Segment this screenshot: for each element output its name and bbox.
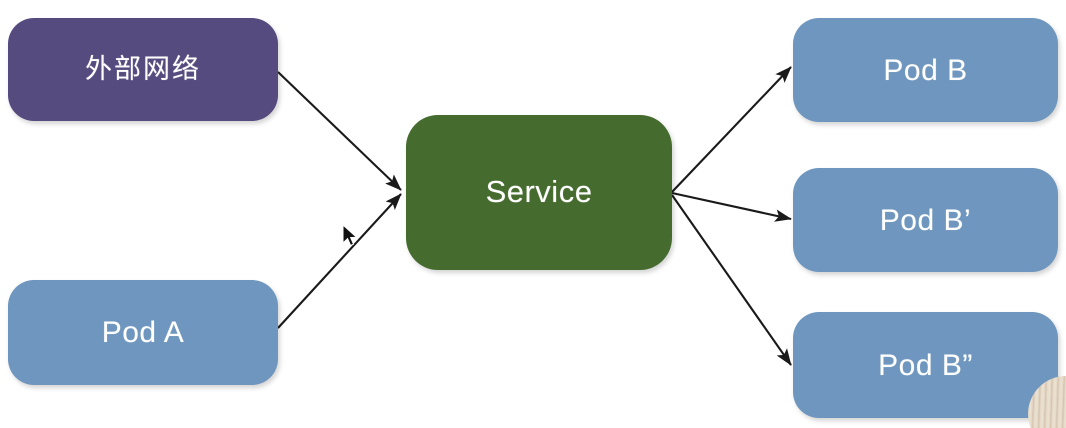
- node-external-network[interactable]: 外部网络: [8, 18, 278, 121]
- node-pod-b-double-prime-label: Pod B”: [878, 348, 973, 382]
- edge-external-to-service: [277, 71, 402, 191]
- node-pod-a[interactable]: Pod A: [8, 280, 278, 385]
- mouse-pointer-icon: [342, 224, 358, 247]
- node-pod-b-double-prime[interactable]: Pod B”: [793, 312, 1058, 418]
- node-pod-b-label: Pod B: [883, 53, 968, 87]
- node-external-network-label: 外部网络: [85, 53, 201, 84]
- node-service-label: Service: [485, 174, 593, 210]
- node-pod-b-prime[interactable]: Pod B’: [793, 168, 1058, 272]
- node-service[interactable]: Service: [406, 115, 672, 270]
- node-pod-a-label: Pod A: [101, 316, 185, 349]
- node-pod-b-prime-label: Pod B’: [879, 203, 972, 237]
- edge-service-to-pod-b-prime: [671, 191, 792, 222]
- edge-service-to-pod-b: [671, 66, 792, 193]
- edge-pod-a-to-service: [277, 193, 402, 329]
- node-pod-b[interactable]: Pod B: [793, 18, 1058, 122]
- edge-service-to-pod-b-double-prime: [671, 194, 792, 366]
